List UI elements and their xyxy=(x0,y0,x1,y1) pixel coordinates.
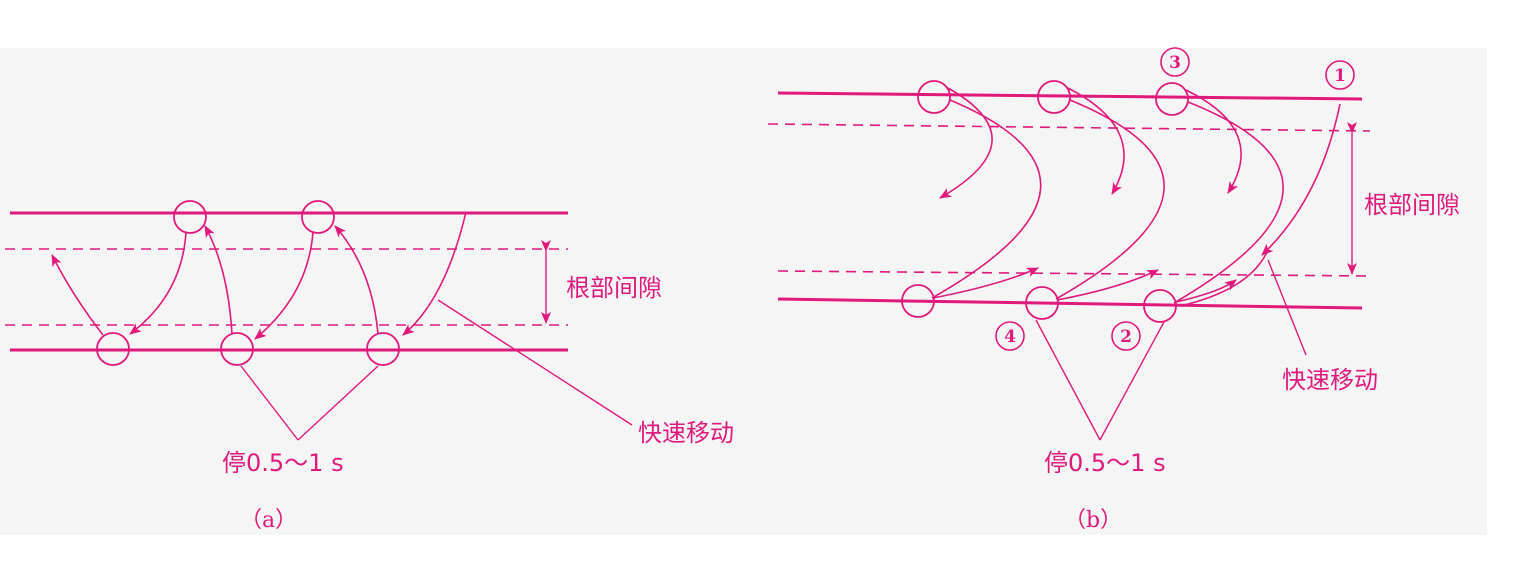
panel-a: 根部间隙 快速移动 停0.5～1 s （a） xyxy=(5,200,734,533)
panel-b-marker-1: 1 xyxy=(1325,60,1355,90)
panel-b-weave-arc xyxy=(932,267,1039,299)
panel-b-stop-circle xyxy=(917,80,951,114)
panel-b-fast-move-leader xyxy=(1267,259,1307,356)
panel-a-fast-move-label: 快速移动 xyxy=(638,419,734,447)
panel-a-caption: （a） xyxy=(240,508,297,533)
panel-b-weave-arc xyxy=(939,87,993,199)
panel-b-marker-4: 4 xyxy=(995,321,1025,351)
panel-b-dwell-label: 停0.5～1 s xyxy=(1044,449,1166,477)
panel-a-dwell-leader xyxy=(297,365,379,441)
panel-b-stop-circle xyxy=(1155,82,1189,116)
panel-a-weave-arc xyxy=(334,225,379,335)
panel-b-dwell-leader xyxy=(1099,321,1165,441)
marker-circle xyxy=(1111,321,1141,351)
diagram-background xyxy=(0,48,1487,535)
panel-a-stop-circle xyxy=(301,200,335,234)
panel-a-stop-circle xyxy=(366,332,400,366)
panel-b-weave-arc xyxy=(1261,103,1341,256)
marker-circle xyxy=(1325,60,1355,90)
panel-a-weave-arc xyxy=(129,231,187,335)
panel-b-root-gap-label: 根部间隙 xyxy=(1364,191,1460,219)
panel-b-stop-circle xyxy=(1143,289,1177,323)
panel-b-stop-circle xyxy=(901,284,935,318)
panel-b-root-line-upper xyxy=(767,123,1371,132)
panel-a-weave-arc xyxy=(254,231,314,340)
panel-b-weave-arc xyxy=(1055,99,1165,300)
marker-circle xyxy=(995,321,1025,351)
panel-b-marker-3: 3 xyxy=(1160,47,1190,77)
panel-a-weave-arc xyxy=(204,225,233,335)
marker-number: 2 xyxy=(1120,327,1132,347)
panel-b-weave-arc xyxy=(1175,279,1237,303)
panel-a-weave-arc xyxy=(402,211,467,336)
marker-number: 4 xyxy=(1004,327,1016,347)
panel-b-stop-circle xyxy=(1037,80,1071,114)
panel-a-fast-move-leader xyxy=(437,299,633,426)
marker-number: 1 xyxy=(1334,66,1346,86)
panel-a-dwell-leader xyxy=(240,365,299,441)
panel-a-stop-circle xyxy=(173,200,207,234)
panel-b-weave-arc xyxy=(931,99,1042,299)
panel-a-weave-arc xyxy=(51,254,104,336)
panel-a-dwell-label: 停0.5～1 s xyxy=(222,449,344,477)
panel-b-marker-2: 2 xyxy=(1111,321,1141,351)
panel-b: 根部间隙 快速移动 停0.5～1 s 1 2 3 4 （b） xyxy=(767,47,1460,533)
panel-b-weave-arc xyxy=(1056,269,1159,301)
marker-number: 3 xyxy=(1169,53,1181,73)
panel-b-stop-circle xyxy=(1025,286,1059,320)
panel-b-weave-arc xyxy=(1067,87,1125,195)
panel-a-root-gap-label: 根部间隙 xyxy=(566,274,662,302)
panel-b-caption: （b） xyxy=(1064,508,1122,533)
panel-b-weave-arc xyxy=(1185,89,1242,194)
panel-b-root-line-lower xyxy=(777,270,1371,277)
panel-b-dwell-leader xyxy=(1035,319,1101,441)
panel-a-stop-circle xyxy=(96,332,130,366)
panel-b-fast-move-label: 快速移动 xyxy=(1282,366,1378,394)
panel-b-bottom-edge xyxy=(777,297,1363,310)
panel-b-weave-arc xyxy=(1173,101,1284,304)
panel-b-weave-arc xyxy=(1179,249,1269,307)
marker-circle xyxy=(1160,47,1190,77)
panel-a-stop-circle xyxy=(220,332,254,366)
